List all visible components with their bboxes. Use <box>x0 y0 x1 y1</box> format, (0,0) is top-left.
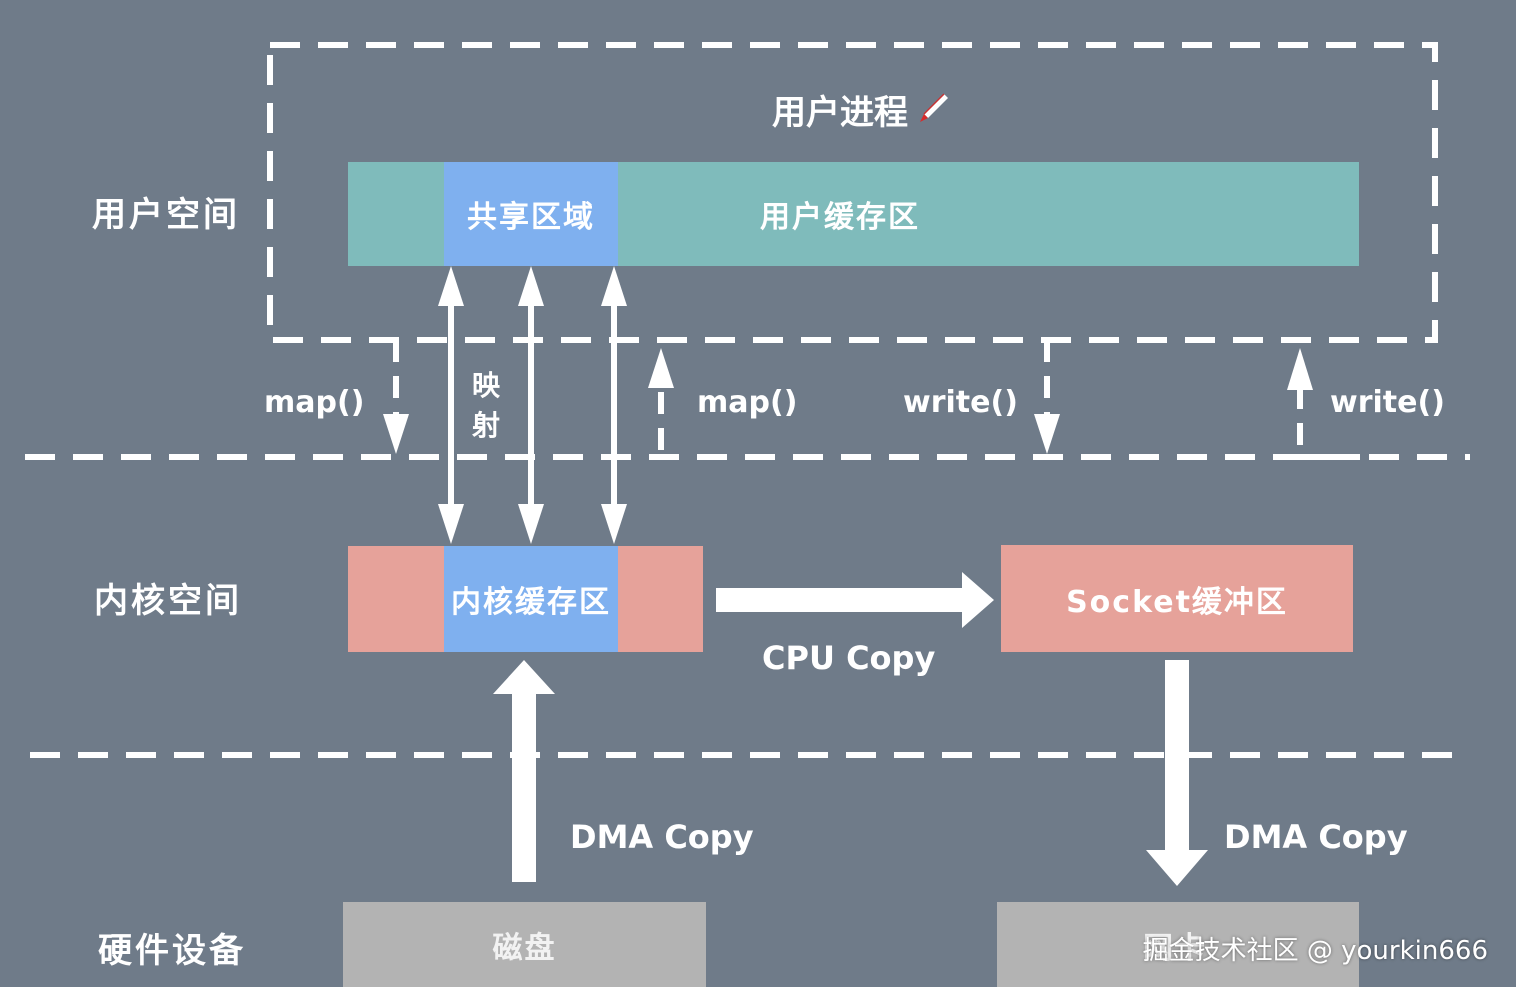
map-up-arrow-head <box>648 348 674 388</box>
write-label-right: write() <box>1330 385 1445 420</box>
dma-copy-label-right: DMA Copy <box>1224 818 1408 856</box>
socket-buffer-label: Socket缓冲区 <box>1066 584 1288 620</box>
write-down-arrow-head <box>1034 414 1060 454</box>
disk-box: 磁盘 <box>343 902 706 987</box>
watermark: 掘金技术社区 @ yourkin666 <box>1142 936 1488 966</box>
cpu-copy-label: CPU Copy <box>762 639 936 677</box>
dma-copy-down-arrow <box>1146 660 1208 886</box>
kernel-buffer-box: 内核缓存区 <box>444 546 618 652</box>
dma-copy-label-left: DMA Copy <box>570 818 754 856</box>
user-process-boundary <box>267 42 1438 343</box>
nic-box: 网卡 <box>997 902 1359 987</box>
write-up-arrow-shaft <box>1297 385 1360 460</box>
mapping-arrow-2 <box>518 266 544 544</box>
write-label-left: write() <box>903 385 1018 420</box>
nic-label: 网卡 <box>1143 930 1207 966</box>
map-label-right: map() <box>697 385 798 420</box>
kernel-buffer-label: 内核缓存区 <box>451 585 611 620</box>
user-process-title: 用户进程 <box>772 93 908 133</box>
cpu-copy-arrow <box>716 572 994 628</box>
mapping-label: 映射 <box>472 369 501 442</box>
hardware-label: 硬件设备 <box>98 931 246 971</box>
shared-region-label: 共享区域 <box>467 200 595 235</box>
kernel-space-label: 内核空间 <box>94 581 242 621</box>
shared-region-box: 共享区域 <box>444 162 618 266</box>
map-label-left: map() <box>264 385 365 420</box>
user-space-label: 用户空间 <box>92 195 240 235</box>
disk-label: 磁盘 <box>492 930 557 966</box>
socket-buffer-box: Socket缓冲区 <box>1001 545 1353 652</box>
pen-icon <box>920 93 948 122</box>
write-up-arrow-head <box>1287 348 1313 390</box>
mapping-arrow-1 <box>438 266 464 544</box>
dma-copy-up-arrow <box>493 660 555 882</box>
user-buffer-label: 用户缓存区 <box>760 200 920 235</box>
map-down-arrow-head <box>383 414 409 454</box>
mapping-arrow-3 <box>601 266 627 544</box>
